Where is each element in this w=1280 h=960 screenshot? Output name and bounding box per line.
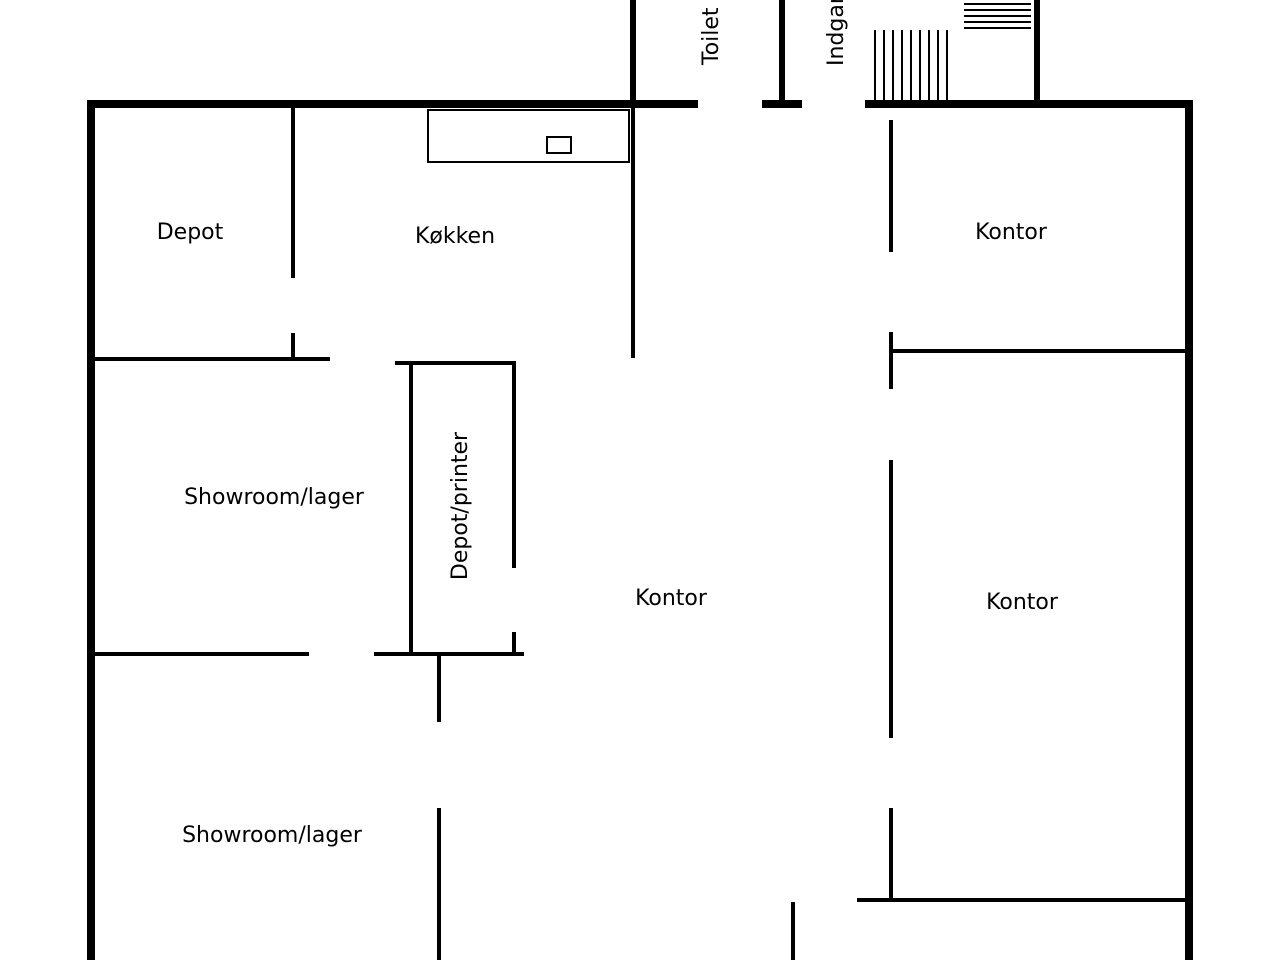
room-label-toilet: Toilet — [699, 7, 724, 66]
stairs — [874, 3, 1031, 100]
kitchen-sink — [546, 136, 572, 154]
outer-walls — [87, 100, 1193, 960]
room-label-showroom-upper: Showroom/lager — [184, 485, 365, 510]
room-label-kontor-center: Kontor — [635, 586, 708, 611]
room-label-kontor-top-right: Kontor — [975, 220, 1048, 245]
room-label-kokken: Køkken — [415, 224, 495, 249]
kitchen-counter — [427, 109, 630, 163]
room-label-kontor-right: Kontor — [986, 590, 1059, 615]
room-label-depot-printer: Depot/printer — [448, 431, 473, 580]
interior-walls — [93, 104, 1187, 960]
room-label-showroom-lower: Showroom/lager — [182, 823, 363, 848]
room-label-depot: Depot — [157, 220, 224, 245]
room-label-indgang: Indgang — [824, 0, 849, 66]
annex-walls — [630, 0, 1040, 104]
